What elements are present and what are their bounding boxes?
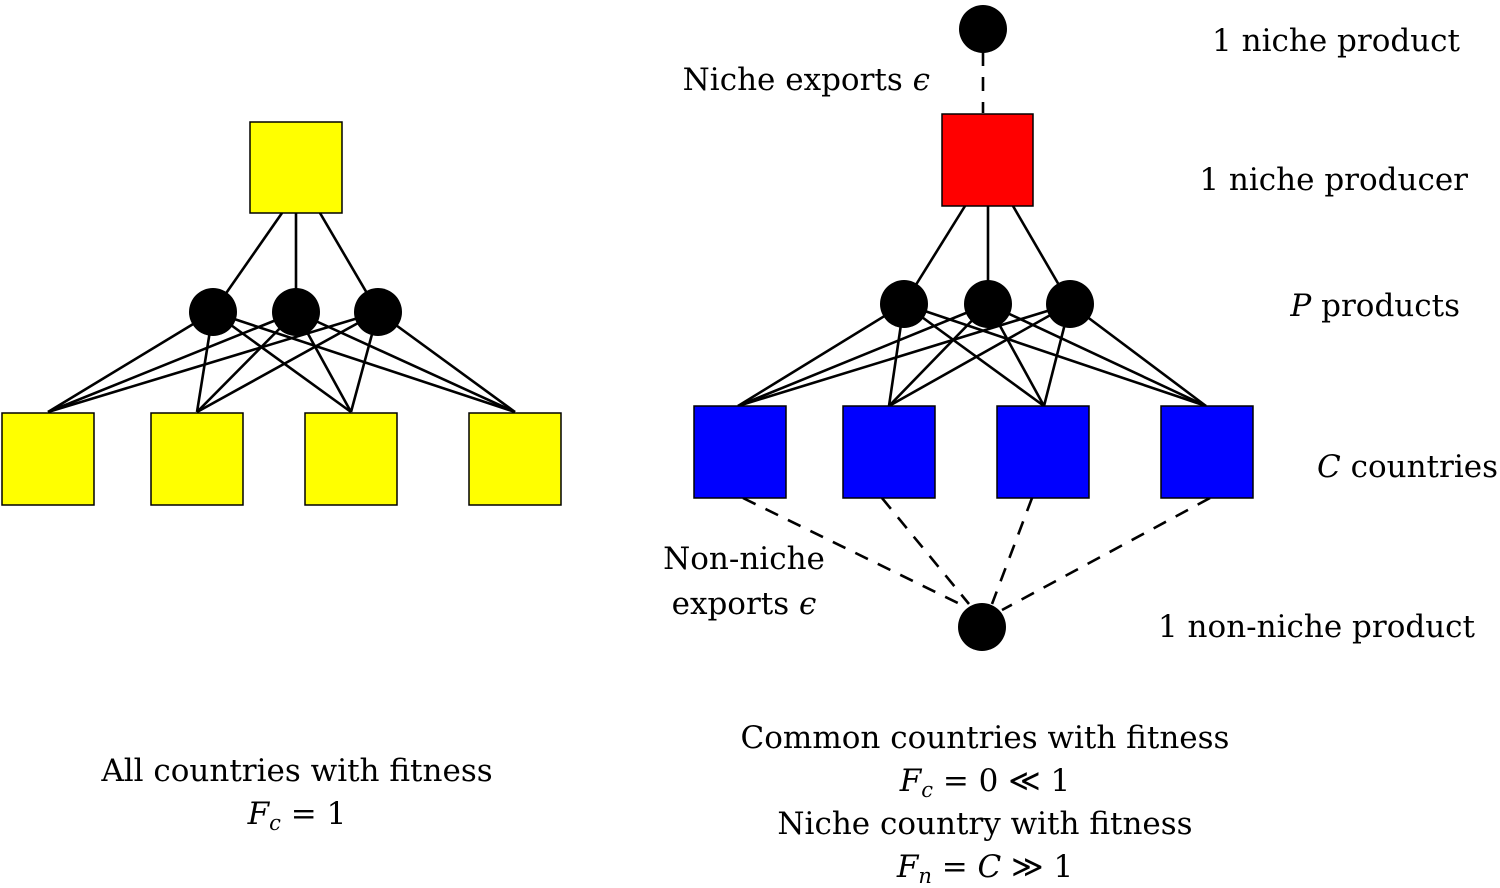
common-country-1 (693, 405, 787, 499)
right-fc-sub: c (921, 778, 933, 802)
common-country-3 (996, 405, 1090, 499)
countries-var: C (1317, 449, 1341, 485)
left-edges (47, 212, 516, 414)
left-product-3 (354, 288, 402, 336)
left-product-2 (272, 288, 320, 336)
left-edge-p3-c4 (377, 310, 516, 414)
level-labels: 1 niche product 1 niche producer P produ… (1158, 23, 1498, 645)
right-network (693, 5, 1254, 651)
right-product-3 (1046, 280, 1094, 328)
products-var: P (1289, 288, 1312, 324)
right-edge-p2-c4 (987, 302, 1207, 408)
left-network (1, 121, 562, 506)
left-top-country (249, 121, 343, 214)
right-caption-line3: Niche country with fitness (777, 806, 1192, 842)
right-fn-rest: = (932, 849, 978, 885)
non-niche-edge-c1 (742, 496, 963, 607)
left-edge-p3-c2 (196, 310, 379, 414)
left-country-3 (304, 412, 398, 506)
non-niche-product-node (958, 603, 1006, 651)
right-caption: Common countries with fitness Fc = 0 ≪ 1… (741, 720, 1230, 888)
niche-product-label: 1 niche product (1212, 23, 1460, 59)
niche-exports-label: Niche exports ϵ (683, 62, 930, 98)
niche-product-node (959, 5, 1007, 53)
right-fn-sub: n (918, 864, 932, 888)
non-niche-edge-c3 (990, 497, 1034, 605)
niche-producer-node (941, 113, 1034, 207)
left-fc-sub: c (269, 811, 281, 835)
right-product-2 (964, 280, 1012, 328)
niche-producer-label: 1 niche producer (1199, 162, 1468, 198)
non-niche-product-label: 1 non-niche product (1158, 609, 1476, 645)
right-caption-line4: Fn = C ≫ 1 (896, 849, 1073, 888)
left-country-2 (150, 412, 244, 506)
countries-label: C countries (1317, 449, 1498, 485)
niche-exports-text: Niche exports (683, 62, 913, 98)
right-fc-rest: = 0 ≪ 1 (933, 763, 1070, 799)
left-caption-line1: All countries with fitness (100, 753, 492, 789)
left-fc-var: F (247, 796, 271, 832)
right-edge-p1-c3 (903, 302, 1045, 408)
countries-word: countries (1341, 449, 1498, 485)
products-word: products (1311, 288, 1460, 324)
left-country-1 (1, 412, 95, 506)
right-edge-p3-c1 (737, 302, 1071, 408)
common-country-4 (1160, 405, 1254, 499)
left-caption-line2: Fc = 1 (247, 796, 347, 835)
right-fn-rest2: ≫ 1 (1001, 849, 1073, 885)
right-edge-p3-c2 (888, 302, 1071, 408)
right-edges (737, 205, 1207, 408)
right-fn-var: F (896, 849, 920, 885)
non-niche-exports-text: exports (672, 586, 799, 622)
right-fn-var2: C (978, 849, 1002, 885)
right-edge-p2-c1 (737, 302, 989, 408)
left-edge-p2-c1 (47, 310, 297, 414)
left-edge-p1-c3 (212, 310, 352, 414)
left-edge-p1-c1 (47, 310, 214, 414)
right-edge-p3-c4 (1069, 302, 1207, 408)
left-fc-rest: = 1 (281, 796, 346, 832)
non-niche-exports-line1: Non-niche (663, 541, 825, 577)
edge-labels: Niche exports ϵ Non-niche exports ϵ (663, 62, 930, 622)
niche-exports-epsilon: ϵ (913, 62, 930, 98)
right-edge-p1-c1 (737, 302, 905, 408)
right-caption-line2: Fc = 0 ≪ 1 (899, 763, 1071, 802)
common-country-2 (842, 405, 936, 499)
non-niche-exports-epsilon: ϵ (799, 586, 816, 622)
products-label: P products (1289, 288, 1460, 324)
left-country-4 (468, 412, 562, 506)
left-caption: All countries with fitness Fc = 1 (100, 753, 492, 835)
left-product-1 (189, 288, 237, 336)
right-fc-var: F (899, 763, 923, 799)
left-edge-p3-c1 (47, 310, 379, 414)
right-caption-line1: Common countries with fitness (741, 720, 1230, 756)
non-niche-edges (742, 496, 1211, 612)
right-edge-p1-c4 (903, 302, 1207, 408)
non-niche-edge-c4 (1001, 496, 1211, 612)
left-edge-p2-c4 (295, 310, 516, 414)
right-product-1 (880, 280, 928, 328)
non-niche-exports-line2: exports ϵ (672, 586, 817, 622)
